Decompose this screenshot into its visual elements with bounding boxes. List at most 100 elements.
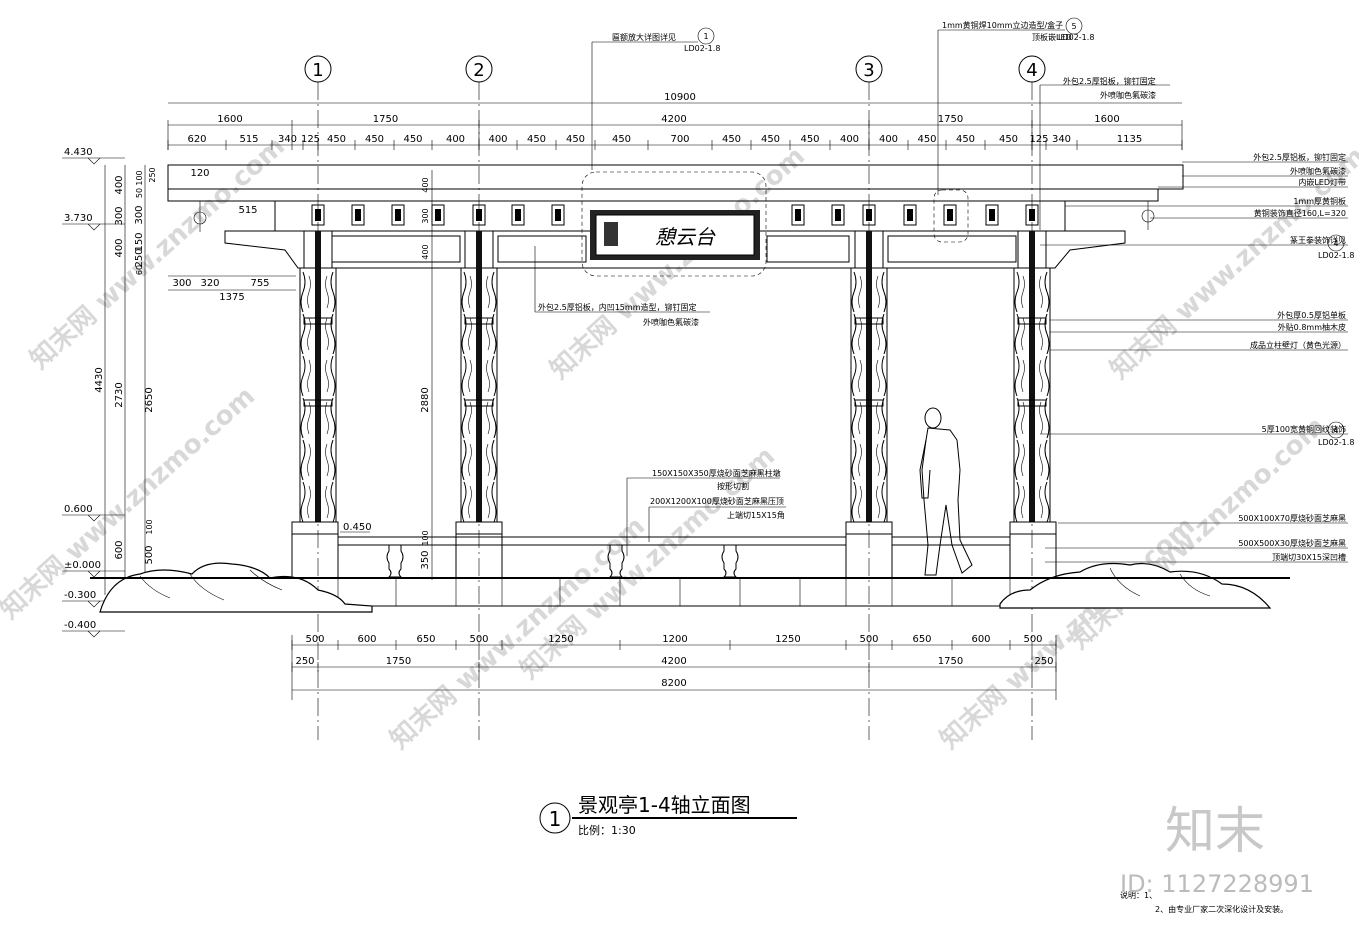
elevation-label: 0.600 bbox=[64, 504, 93, 515]
svg-text:上端切15X15角: 上端切15X15角 bbox=[727, 510, 785, 520]
bottom-dim-label: 650 bbox=[912, 634, 931, 645]
right-note: 5厚100宽黄铜回纹装饰 bbox=[1262, 424, 1346, 434]
svg-text:60: 60 bbox=[135, 265, 144, 275]
svg-text:2880: 2880 bbox=[420, 387, 431, 412]
top-dim-label: 400 bbox=[840, 134, 859, 145]
svg-text:4: 4 bbox=[1333, 239, 1338, 248]
svg-text:200X1200X100厚烧砂面芝麻黑压顶: 200X1200X100厚烧砂面芝麻黑压顶 bbox=[650, 496, 784, 506]
title-text: 景观亭1-4轴立面图 bbox=[578, 793, 751, 817]
svg-text:600: 600 bbox=[114, 540, 125, 559]
bottom-dim-label: 250 bbox=[1034, 656, 1053, 667]
top-dim-label: 400 bbox=[879, 134, 898, 145]
top-dim-label: 400 bbox=[446, 134, 465, 145]
svg-text:100: 100 bbox=[145, 519, 154, 534]
svg-text:250: 250 bbox=[148, 167, 157, 182]
elevation-label: -0.400 bbox=[64, 620, 96, 631]
svg-text:LD02-1.8: LD02-1.8 bbox=[1318, 251, 1354, 260]
center-notes: 外包2.5厚铝板，内凹15mm造型，铆钉固定 外喷咖色氟碳漆 bbox=[534, 246, 710, 327]
top-dim-label: 515 bbox=[239, 134, 258, 145]
svg-text:匾额放大详图详见: 匾额放大详图详见 bbox=[612, 32, 676, 42]
bottom-dim-label: 600 bbox=[357, 634, 376, 645]
svg-text:0.450: 0.450 bbox=[343, 522, 372, 533]
svg-text:500: 500 bbox=[144, 545, 155, 564]
top-dim-label: 450 bbox=[999, 134, 1018, 145]
ref-circles: 4 LD02-1.8 4 LD02-1.8 bbox=[1318, 234, 1354, 447]
top-dim-label: 450 bbox=[722, 134, 741, 145]
svg-text:320: 320 bbox=[200, 278, 219, 289]
svg-text:755: 755 bbox=[250, 278, 269, 289]
sign-text: 憩云台 bbox=[655, 225, 716, 249]
svg-text:外喷咖色氟碳漆: 外喷咖色氟碳漆 bbox=[643, 317, 699, 327]
bottom-dim-label: 250 bbox=[295, 656, 314, 667]
pavilion-roof bbox=[167, 164, 1184, 277]
top-dim-label: 125 bbox=[301, 134, 320, 145]
svg-text:120: 120 bbox=[190, 168, 209, 179]
elevation-label: -0.300 bbox=[64, 590, 96, 601]
top-dim-label: 125 bbox=[1029, 134, 1048, 145]
svg-text:1: 1 bbox=[703, 32, 708, 41]
top-dim-label: 1750 bbox=[938, 114, 963, 125]
bench-notes: 150X150X350厚烧砂面芝麻黑柱墩 按形切割 200X1200X100厚烧… bbox=[626, 468, 786, 556]
callout-sign-detail: 匾额放大详图详见 1 LD02-1.8 bbox=[591, 27, 720, 170]
svg-text:按形切割: 按形切割 bbox=[717, 481, 749, 491]
top-dim-label: 450 bbox=[403, 134, 422, 145]
axis-label-3: 3 bbox=[863, 60, 874, 81]
svg-text:2650: 2650 bbox=[144, 387, 155, 412]
svg-text:1mm黄铜焊10mm立边造型/盒子: 1mm黄铜焊10mm立边造型/盒子 bbox=[942, 20, 1063, 30]
svg-text:400: 400 bbox=[421, 244, 430, 259]
right-note: 500X500X30厚烧砂面芝麻黑 bbox=[1238, 538, 1346, 548]
svg-text:8200: 8200 bbox=[661, 678, 686, 689]
svg-text:300: 300 bbox=[172, 278, 191, 289]
svg-text:300: 300 bbox=[421, 208, 430, 223]
right-note: 顶端切30X15深凹槽 bbox=[1272, 552, 1346, 562]
svg-text:100: 100 bbox=[135, 170, 144, 185]
brand-id: ID: 1127228991 bbox=[1120, 870, 1314, 898]
bottom-dim-label: 4200 bbox=[661, 656, 686, 667]
top-dim-label: 1600 bbox=[1094, 114, 1119, 125]
top-dim-label: 450 bbox=[917, 134, 936, 145]
bottom-dim-label: 500 bbox=[859, 634, 878, 645]
axis-markers: 1 2 3 4 bbox=[304, 55, 1046, 83]
title-number: 1 bbox=[549, 807, 562, 831]
svg-text:知末网 www.znzmo.com: 知末网 www.znzmo.com bbox=[545, 141, 811, 385]
axis-label-2: 2 bbox=[473, 60, 484, 81]
top-dim-label: 450 bbox=[800, 134, 819, 145]
bottom-dim-label: 1750 bbox=[938, 656, 963, 667]
top-dim-label: 450 bbox=[761, 134, 780, 145]
right-notes: 外包2.5厚铝板，铆钉固定外喷咖色氟碳漆内嵌LED灯带1mm厚黄铜板黄铜装饰直径… bbox=[1040, 152, 1348, 563]
bottom-dim-label: 1250 bbox=[775, 634, 800, 645]
svg-text:300: 300 bbox=[134, 205, 145, 224]
right-top-notes: 外包2.5厚铝板，铆钉固定 外喷咖色氟碳漆 bbox=[1039, 76, 1170, 230]
svg-text:说明：1、: 说明：1、 bbox=[1120, 890, 1157, 900]
footer: 说明：1、 2、由专业厂家二次深化设计及安装。 知末 ID: 112722899… bbox=[1120, 802, 1314, 914]
svg-text:150X150X350厚烧砂面芝麻黑柱墩: 150X150X350厚烧砂面芝麻黑柱墩 bbox=[652, 468, 781, 478]
bottom-dim-label: 600 bbox=[971, 634, 990, 645]
svg-text:4: 4 bbox=[1333, 426, 1338, 435]
svg-text:2、由专业厂家二次深化设计及安装。: 2、由专业厂家二次深化设计及安装。 bbox=[1155, 904, 1288, 914]
svg-text:515: 515 bbox=[238, 205, 257, 216]
right-note: 篆王拳装饰详见 bbox=[1290, 235, 1346, 245]
top-dim-label: 1135 bbox=[1117, 134, 1142, 145]
svg-text:顶板嵌LED: 顶板嵌LED bbox=[1032, 32, 1072, 42]
right-note: 外包厚0.5厚铝单板 bbox=[1277, 310, 1346, 320]
svg-text:250: 250 bbox=[134, 248, 145, 267]
svg-text:150: 150 bbox=[134, 232, 145, 251]
top-dim-label: 450 bbox=[327, 134, 346, 145]
title-scale: 比例：1:30 bbox=[578, 823, 636, 837]
right-note: 1mm厚黄铜板 bbox=[1293, 196, 1346, 206]
svg-text:400: 400 bbox=[114, 175, 125, 194]
elevation-label: 4.430 bbox=[64, 147, 93, 158]
svg-text:100: 100 bbox=[421, 530, 430, 545]
bottom-dim-label: 500 bbox=[1023, 634, 1042, 645]
svg-text:300: 300 bbox=[114, 206, 125, 225]
top-dim-label: 450 bbox=[612, 134, 631, 145]
right-note: 黄铜装饰直径160,L=320 bbox=[1254, 208, 1346, 218]
brand-logo: 知末 bbox=[1165, 802, 1265, 860]
right-note: 成品立柱壁灯（黄色光源） bbox=[1250, 340, 1346, 350]
svg-text:350: 350 bbox=[420, 550, 431, 569]
top-dim-label: 700 bbox=[670, 134, 689, 145]
svg-text:50: 50 bbox=[135, 188, 144, 198]
top-dim-label: 1600 bbox=[217, 114, 242, 125]
